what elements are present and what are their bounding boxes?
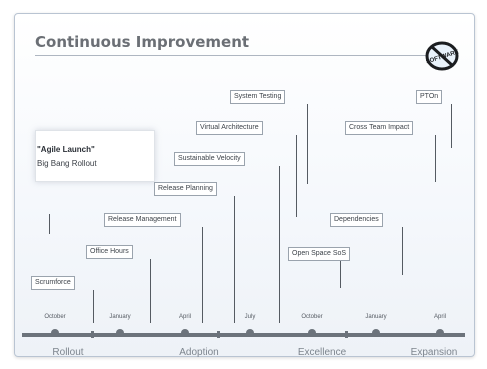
agile-launch-callout [35, 130, 155, 182]
timeline-dot [181, 329, 189, 337]
timeline-tick [345, 331, 348, 338]
connector-scrumforce [93, 290, 94, 323]
timeline-tick [217, 331, 220, 338]
milestone-cross-team-impact: Cross Team Impact [345, 121, 414, 135]
connector-cross-team-impact [435, 135, 436, 182]
phase-label: Rollout [52, 347, 84, 358]
timeline-dot [372, 329, 380, 337]
milestone-sustainable-velocity: Sustainable Velocity [174, 152, 245, 166]
slide-card [14, 13, 475, 357]
connector-release-management [202, 227, 203, 323]
month-label: April [178, 314, 192, 320]
no-software-icon: SOFTWARE [425, 41, 460, 71]
timeline-dot [246, 329, 254, 337]
milestone-open-space-sos: Open Space SoS [288, 247, 351, 261]
milestone-release-planning: Release Planning [154, 182, 217, 196]
phase-label: Expansion [410, 347, 458, 358]
timeline-axis [22, 333, 465, 337]
page-title: Continuous Improvement [35, 33, 250, 51]
phase-label: Excellence [297, 347, 347, 358]
timeline-dot [116, 329, 124, 337]
callout-connector [49, 214, 50, 234]
connector-dependencies [402, 227, 403, 275]
milestone-system-testing: System Testing [230, 90, 286, 104]
month-label: October [301, 314, 323, 320]
milestone-ptom: PTOn [416, 90, 443, 104]
month-label: April [433, 314, 447, 320]
timeline-dot [308, 329, 316, 337]
month-label: January [365, 314, 387, 320]
timeline-dot [51, 329, 59, 337]
milestone-virtual-architecture: Virtual Architecture [196, 121, 263, 135]
connector-release-planning [234, 196, 235, 323]
month-label: January [109, 314, 131, 320]
milestone-scrumforce: Scrumforce [31, 276, 75, 290]
connector-ptom [451, 104, 452, 148]
connector-office-hours [150, 259, 151, 323]
milestone-office-hours: Office Hours [86, 245, 133, 259]
month-label: July [244, 314, 256, 320]
timeline-tick [91, 331, 94, 338]
connector-sustainable-velocity [279, 166, 280, 323]
connector-open-space-sos [340, 261, 341, 288]
milestone-dependencies: Dependencies [330, 213, 383, 227]
connector-virtual-architecture [296, 135, 297, 217]
milestone-release-management: Release Management [104, 213, 181, 227]
title-rule [35, 55, 427, 56]
connector-system-testing [307, 104, 308, 184]
timeline-dot [436, 329, 444, 337]
callout-subtitle: Big Bang Rollout [37, 159, 97, 168]
callout-title: "Agile Launch" [37, 145, 95, 154]
phase-label: Adoption [179, 347, 219, 358]
month-label: October [44, 314, 66, 320]
